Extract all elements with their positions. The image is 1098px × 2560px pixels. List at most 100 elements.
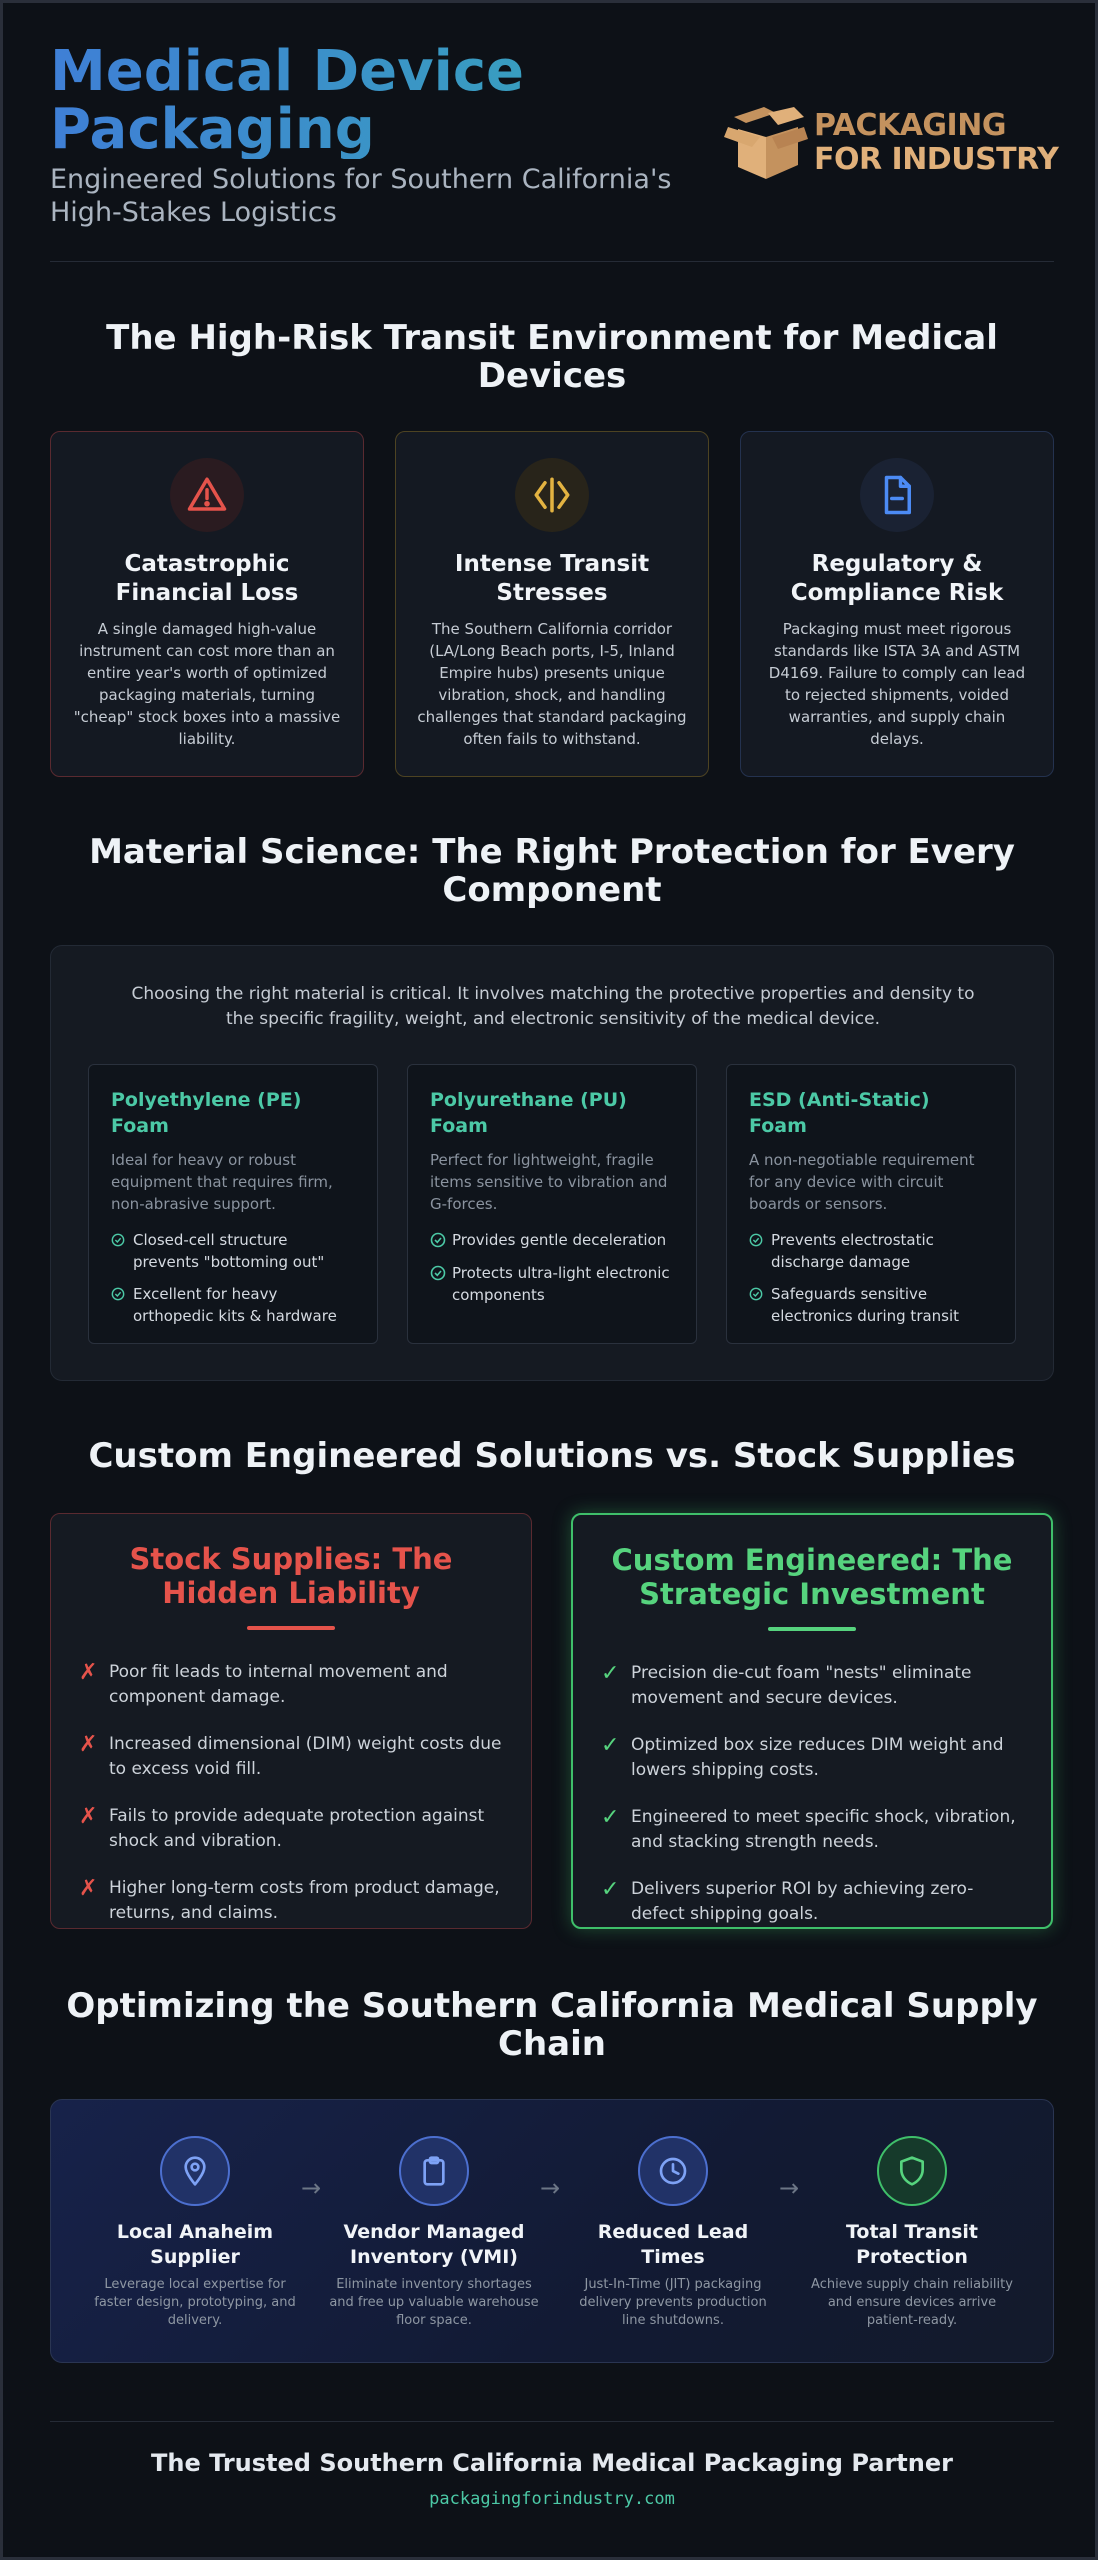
custom-item-text: Optimized box size reduces DIM weight an… xyxy=(631,1735,1004,1780)
custom-item-text: Precision die-cut foam "nests" eliminate… xyxy=(631,1663,972,1708)
check-circle-icon xyxy=(111,1286,133,1305)
material-feature: Provides gentle deceleration xyxy=(430,1229,674,1252)
footer-divider xyxy=(50,2421,1054,2422)
material-title: Polyurethane (PU) Foam xyxy=(430,1089,627,1137)
stock-item-text: Higher long-term costs from product dama… xyxy=(109,1878,500,1923)
material-card-pe: Polyethylene (PE) Foam Ideal for heavy o… xyxy=(88,1064,378,1344)
check-circle-icon xyxy=(111,1232,133,1251)
chain-step-title: Total Transit Protection xyxy=(845,2221,979,2268)
stock-item: ✗ Higher long-term costs from product dam… xyxy=(79,1876,503,1926)
arrow-right-icon: → xyxy=(301,2174,322,2202)
risk-card-title: Intense Transit Stresses xyxy=(454,551,650,606)
risk-card-text: The Southern California corridor (LA/Lon… xyxy=(417,620,687,748)
material-card-pu: Polyurethane (PU) Foam Perfect for light… xyxy=(407,1064,697,1344)
comparison-heading: Custom Engineered Solutions vs. Stock Su… xyxy=(88,1436,1016,1476)
chain-step-title: Reduced Lead Times xyxy=(597,2221,749,2268)
cross-icon: ✗ xyxy=(79,1660,98,1685)
clock-icon xyxy=(638,2136,708,2206)
material-feature: Closed-cell structure prevents "bottomin… xyxy=(111,1229,355,1273)
chain-step-text: Leverage local expertise for faster desi… xyxy=(94,2277,296,2328)
material-feature-text: Safeguards sensitive electronics during … xyxy=(771,1285,960,1325)
check-circle-icon xyxy=(749,1232,771,1251)
material-feature: Excellent for heavy orthopedic kits & ha… xyxy=(111,1283,355,1327)
cross-icon: ✗ xyxy=(79,1732,98,1757)
document-icon xyxy=(860,458,934,532)
stock-item: ✗ Increased dimensional (DIM) weight cost… xyxy=(79,1732,503,1782)
material-desc: Perfect for lightweight, fragile items s… xyxy=(430,1151,668,1213)
cross-icon: ✗ xyxy=(79,1876,98,1901)
brand-logo[interactable]: PACKAGING FOR INDUSTRY xyxy=(724,103,1059,183)
code-brackets-icon xyxy=(515,458,589,532)
risk-heading: The High-Risk Transit Environment for Me… xyxy=(106,318,998,396)
custom-item-text: Delivers superior ROI by achieving zero-… xyxy=(631,1879,974,1924)
shield-icon xyxy=(877,2136,947,2206)
checkmark-icon: ✓ xyxy=(601,1661,620,1686)
chain-step-text: Eliminate inventory shortages and free u… xyxy=(329,2277,539,2328)
header-divider xyxy=(50,261,1054,262)
risk-card-text: Packaging must meet rigorous standards l… xyxy=(768,620,1026,748)
page-subtitle: Engineered Solutions for Southern Califo… xyxy=(50,164,672,228)
material-desc: A non-negotiable requirement for any dev… xyxy=(749,1151,975,1213)
custom-title: Custom Engineered: The Strategic Investm… xyxy=(611,1543,1013,1611)
header: Medical Device Packaging Engineered Solu… xyxy=(50,43,1059,263)
chain-step-lead-times: Reduced Lead Times Just-In-Time (JIT) pa… xyxy=(568,2136,778,2330)
material-feature-text: Prevents electrostatic discharge damage xyxy=(771,1231,934,1271)
chain-step-transit-protection: Total Transit Protection Achieve supply … xyxy=(807,2136,1017,2330)
material-title: ESD (Anti-Static) Foam xyxy=(749,1089,930,1137)
custom-engineered-card: Custom Engineered: The Strategic Investm… xyxy=(571,1513,1053,1929)
materials-intro: Choosing the right material is critical.… xyxy=(131,984,975,1029)
chain-step-title: Vendor Managed Inventory (VMI) xyxy=(343,2221,525,2268)
chain-step-text: Just-In-Time (JIT) packaging delivery pr… xyxy=(579,2277,767,2328)
risk-card-title: Catastrophic Financial Loss xyxy=(115,551,299,606)
chain-step-text: Achieve supply chain reliability and ens… xyxy=(811,2277,1013,2328)
chain-step-vmi: Vendor Managed Inventory (VMI) Eliminate… xyxy=(329,2136,539,2330)
logo-line-1: PACKAGING xyxy=(814,108,1006,143)
checkmark-icon: ✓ xyxy=(601,1733,620,1758)
stock-supplies-card: Stock Supplies: The Hidden Liability ✗ Po… xyxy=(50,1513,532,1929)
chain-step-title: Local Anaheim Supplier xyxy=(116,2221,274,2268)
risk-card-title: Regulatory & Compliance Risk xyxy=(790,551,1004,606)
material-feature-text: Protects ultra-light electronic componen… xyxy=(452,1264,670,1304)
chain-heading: Optimizing the Southern California Medic… xyxy=(66,1986,1038,2064)
arrow-right-icon: → xyxy=(779,2174,800,2202)
risk-card-financial: Catastrophic Financial Loss A single dam… xyxy=(50,431,364,777)
custom-item: ✓ Optimized box size reduces DIM weight a… xyxy=(601,1733,1023,1783)
stock-item-text: Increased dimensional (DIM) weight costs… xyxy=(109,1734,502,1779)
stock-item: ✗ Fails to provide adequate protection ag… xyxy=(79,1804,503,1854)
stock-item: ✗ Poor fit leads to internal movement and… xyxy=(79,1660,503,1710)
custom-title-rule xyxy=(768,1627,856,1631)
stock-title-rule xyxy=(247,1626,335,1630)
logo-wordmark: PACKAGING FOR INDUSTRY xyxy=(814,109,1059,177)
stock-item-text: Fails to provide adequate protection aga… xyxy=(109,1806,485,1851)
custom-item: ✓Engineered to meet specific shock, vibr… xyxy=(601,1805,1023,1855)
materials-panel: Choosing the right material is critical.… xyxy=(50,945,1054,1381)
risk-card-regulatory: Regulatory & Compliance Risk Packaging m… xyxy=(740,431,1054,777)
risk-card-transit: Intense Transit Stresses The Southern Ca… xyxy=(395,431,709,777)
check-circle-icon xyxy=(430,1265,452,1285)
stock-item-text: Poor fit leads to internal movement and … xyxy=(109,1662,448,1707)
material-feature: Prevents electrostatic discharge damage xyxy=(749,1229,993,1273)
logo-line-2: FOR INDUSTRY xyxy=(814,142,1059,177)
footer-title: The Trusted Southern California Medical … xyxy=(151,2449,953,2477)
stock-title: Stock Supplies: The Hidden Liability xyxy=(129,1542,453,1610)
checkmark-icon: ✓ xyxy=(601,1805,620,1830)
material-feature-text: Provides gentle deceleration xyxy=(452,1231,667,1249)
clipboard-icon xyxy=(399,2136,469,2206)
materials-heading: Material Science: The Right Protection f… xyxy=(89,832,1015,910)
arrow-right-icon: → xyxy=(540,2174,561,2202)
material-desc: Ideal for heavy or robust equipment that… xyxy=(111,1151,333,1213)
supply-chain-panel: Local Anaheim Supplier Leverage local ex… xyxy=(50,2099,1054,2363)
page-title: Medical Device Packaging xyxy=(50,43,690,159)
check-circle-icon xyxy=(749,1286,771,1305)
custom-item: ✓ Precision die-cut foam "nests" eliminat… xyxy=(601,1661,1023,1711)
material-feature: Safeguards sensitive electronics during … xyxy=(749,1283,993,1327)
cross-icon: ✗ xyxy=(79,1804,98,1829)
material-feature: Protects ultra-light electronic componen… xyxy=(430,1262,674,1306)
risk-card-text: A single damaged high-value instrument c… xyxy=(73,620,341,748)
footer-website-link[interactable]: packagingforindustry.com xyxy=(429,2489,675,2509)
material-feature-text: Closed-cell structure prevents "bottomin… xyxy=(133,1231,325,1271)
box-logo-icon xyxy=(724,107,808,179)
material-title: Polyethylene (PE) Foam xyxy=(111,1089,302,1137)
material-card-esd: ESD (Anti-Static) Foam A non-negotiable … xyxy=(726,1064,1016,1344)
